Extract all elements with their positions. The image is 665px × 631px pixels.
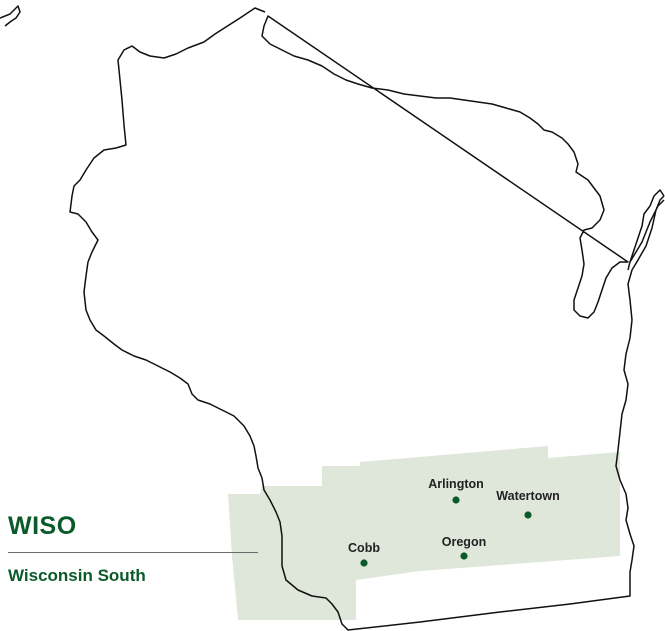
city-label-oregon: Oregon: [442, 535, 486, 549]
region-name-subtitle: Wisconsin South: [8, 566, 146, 585]
door-peninsula-outline: [629, 189, 665, 263]
wiso-region-area: [228, 446, 620, 620]
city-dot-arlington: [452, 496, 460, 504]
region-code-title: WISO: [8, 512, 77, 540]
city-dot-cobb: [360, 559, 368, 567]
wisconsin-state-outline: [0, 5, 665, 631]
city-label-cobb: Cobb: [348, 541, 380, 555]
city-dot-oregon: [460, 552, 468, 560]
city-label-arlington: Arlington: [428, 477, 484, 491]
city-label-watertown: Watertown: [496, 489, 559, 503]
city-dot-watertown: [524, 511, 532, 519]
title-divider: [8, 552, 258, 553]
